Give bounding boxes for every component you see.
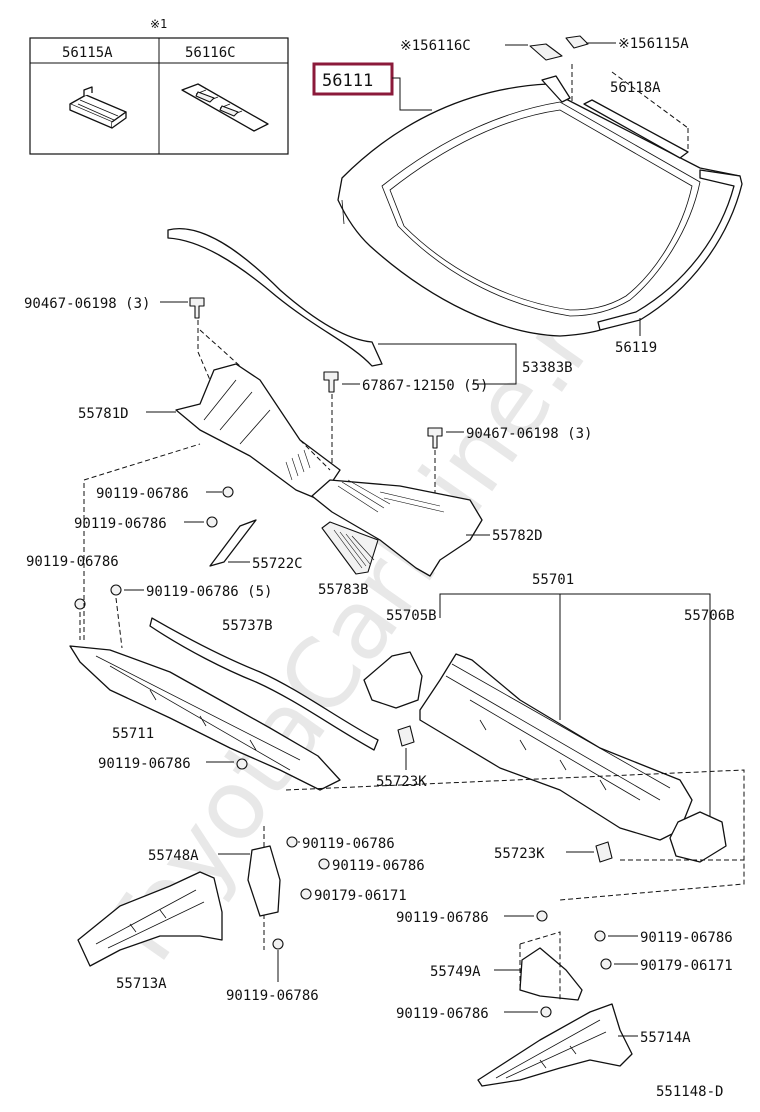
clip-90467-a[interactable] xyxy=(189,297,205,319)
panel-55713A[interactable] xyxy=(77,871,223,967)
label-55705B[interactable]: 55705B xyxy=(386,608,437,624)
bracket-55748A[interactable] xyxy=(247,845,281,917)
label-53383B[interactable]: 53383B xyxy=(522,360,573,376)
cowl-panel-55701[interactable] xyxy=(419,653,693,841)
bracket-55706B[interactable] xyxy=(669,811,727,863)
label-56115A[interactable]: ※156115A xyxy=(618,36,689,52)
label-55749A[interactable]: 55749A xyxy=(430,964,481,980)
leader-55701 xyxy=(439,593,711,822)
label-90119-06786-k[interactable]: 90119-06786 xyxy=(396,1006,489,1022)
label-55723K-a[interactable]: 55723K xyxy=(376,774,427,790)
label-90467-06198-a[interactable]: 90467-06198 (3) xyxy=(24,296,150,312)
top-molding-piece[interactable] xyxy=(541,75,571,103)
bracket-55749A[interactable] xyxy=(519,947,583,1001)
label-90119-06786-g[interactable]: 90119-06786 xyxy=(332,858,425,874)
bolt-g[interactable] xyxy=(318,858,330,870)
label-90119-06786-d[interactable]: 90119-06786 (5) xyxy=(146,584,272,600)
label-90467-06198-b[interactable]: 90467-06198 (3) xyxy=(466,426,592,442)
clip-90467-b[interactable] xyxy=(427,427,443,449)
bolt-h[interactable] xyxy=(536,910,548,922)
grille-55783B[interactable] xyxy=(321,521,379,575)
inset-header-56116C: 56116C xyxy=(185,45,236,61)
nut-a[interactable] xyxy=(300,888,312,900)
bolt-e[interactable] xyxy=(236,758,248,770)
label-55706B[interactable]: 55706B xyxy=(684,608,735,624)
clip-56115A-illustration xyxy=(69,86,127,129)
label-67867-12150[interactable]: 67867-12150 (5) xyxy=(362,378,488,394)
strip-56118A[interactable] xyxy=(583,99,689,159)
label-55701[interactable]: 55701 xyxy=(532,572,574,588)
bracket-55705B[interactable] xyxy=(363,651,423,709)
label-90119-06786-e[interactable]: 90119-06786 xyxy=(98,756,191,772)
highlight-box xyxy=(312,62,394,96)
bolt-i[interactable] xyxy=(594,930,606,942)
label-90179-06171-b[interactable]: 90179-06171 xyxy=(640,958,733,974)
label-90119-06786-b[interactable]: 90119-06786 xyxy=(74,516,167,532)
panel-55711[interactable] xyxy=(69,645,341,791)
clip-56115A[interactable] xyxy=(565,35,589,49)
bolt-b[interactable] xyxy=(206,516,218,528)
label-90119-06786-a[interactable]: 90119-06786 xyxy=(96,486,189,502)
inset-note-mark: ※1 xyxy=(150,17,167,31)
label-55748A[interactable]: 55748A xyxy=(148,848,199,864)
label-56111[interactable]: 56111 xyxy=(322,71,373,91)
clip-55723K-b[interactable] xyxy=(595,841,613,863)
cowl-top-55781D[interactable] xyxy=(175,363,341,501)
bolt-f[interactable] xyxy=(286,836,298,848)
label-90119-06786-c[interactable]: 90119-06786 xyxy=(26,554,119,570)
label-90119-06786-i[interactable]: 90119-06786 xyxy=(640,930,733,946)
seal-55737B[interactable] xyxy=(149,617,379,751)
inset-box: ※1 56115A 56116C xyxy=(29,17,289,155)
bracket-55722C[interactable] xyxy=(209,519,257,567)
label-55737B[interactable]: 55737B xyxy=(222,618,273,634)
leader-dashed-56118A xyxy=(571,64,689,152)
label-90119-06786-j[interactable]: 90119-06786 xyxy=(226,988,319,1004)
bolt-c[interactable] xyxy=(74,598,86,610)
cowl-top-55782D[interactable] xyxy=(311,479,483,577)
label-55713A[interactable]: 55713A xyxy=(116,976,167,992)
seal-53383B[interactable] xyxy=(167,228,383,367)
label-55781D[interactable]: 55781D xyxy=(78,406,129,422)
bolt-d[interactable] xyxy=(110,584,122,596)
clip-55723K-a[interactable] xyxy=(397,725,415,747)
leader-56111 xyxy=(392,77,432,111)
label-90119-06786-h[interactable]: 90119-06786 xyxy=(396,910,489,926)
label-55783B[interactable]: 55783B xyxy=(318,582,369,598)
label-90119-06786-f[interactable]: 90119-06786 xyxy=(302,836,395,852)
bolt-j[interactable] xyxy=(272,938,284,950)
diagram-id: 551148-D xyxy=(656,1084,723,1100)
bolt-a[interactable] xyxy=(222,486,234,498)
label-55723K-b[interactable]: 55723K xyxy=(494,846,545,862)
molding-56119[interactable] xyxy=(597,169,743,331)
inset-header-56115A: 56115A xyxy=(62,45,113,61)
nut-b[interactable] xyxy=(600,958,612,970)
leader-53383B xyxy=(378,343,517,385)
bolt-k[interactable] xyxy=(540,1006,552,1018)
label-55782D[interactable]: 55782D xyxy=(492,528,543,544)
label-55711[interactable]: 55711 xyxy=(112,726,154,742)
label-55722C[interactable]: 55722C xyxy=(252,556,303,572)
clip-56116C-illustration xyxy=(181,83,269,132)
label-56116C[interactable]: ※156116C xyxy=(400,38,471,54)
label-56119[interactable]: 56119 xyxy=(615,340,657,356)
label-90179-06171-a[interactable]: 90179-06171 xyxy=(314,888,407,904)
label-55714A[interactable]: 55714A xyxy=(640,1030,691,1046)
clip-56116C[interactable] xyxy=(529,43,563,61)
clip-67867[interactable] xyxy=(323,371,339,393)
panel-55714A[interactable] xyxy=(477,1003,633,1087)
label-56118A[interactable]: 56118A xyxy=(610,80,661,96)
